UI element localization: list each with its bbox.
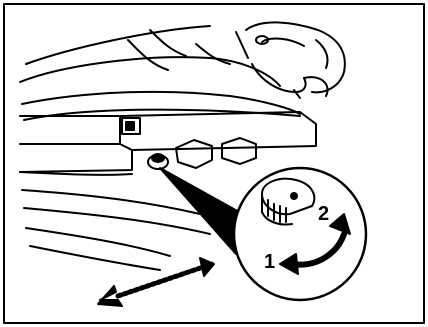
front-tab-right [222,138,256,164]
side-latch-slot [126,122,134,130]
front-tab-left [176,140,212,168]
step-label-2: 2 [318,203,329,225]
detail-magnifier: 1 2 [234,168,366,300]
adjustment-knob-small [148,154,168,169]
slide-arrow-icon [98,258,214,306]
hand-icon [246,22,345,98]
step-label-1: 1 [264,251,275,273]
